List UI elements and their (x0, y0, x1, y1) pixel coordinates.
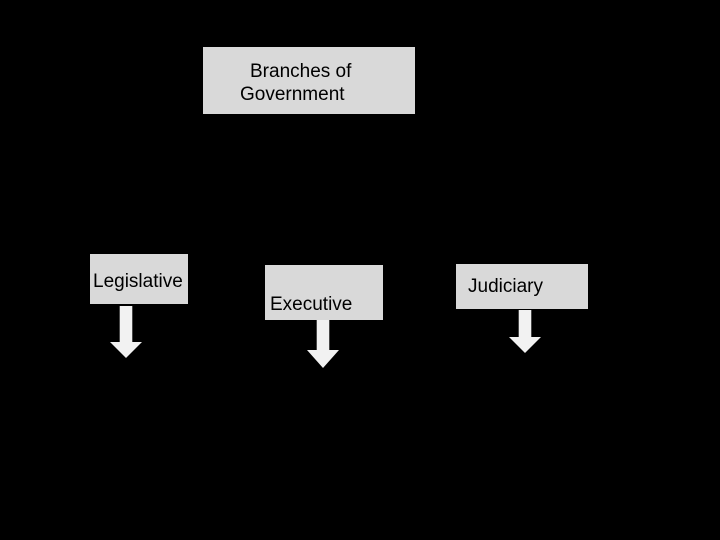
title-line-2: Government (240, 83, 345, 105)
branch-box-executive: Executive (265, 265, 383, 320)
title-line-1: Branches of (250, 60, 352, 82)
branch-label-legislative: Legislative (93, 271, 183, 292)
branch-label-executive: Executive (270, 294, 353, 315)
title-box: Branches of Government (203, 47, 415, 114)
down-arrow-icon (307, 320, 339, 368)
branch-box-legislative: Legislative (90, 254, 188, 304)
down-arrow-icon (509, 310, 541, 353)
branch-box-judiciary: Judiciary (456, 264, 588, 309)
branch-label-judiciary: Judiciary (468, 275, 543, 297)
down-arrow-icon (110, 306, 142, 358)
